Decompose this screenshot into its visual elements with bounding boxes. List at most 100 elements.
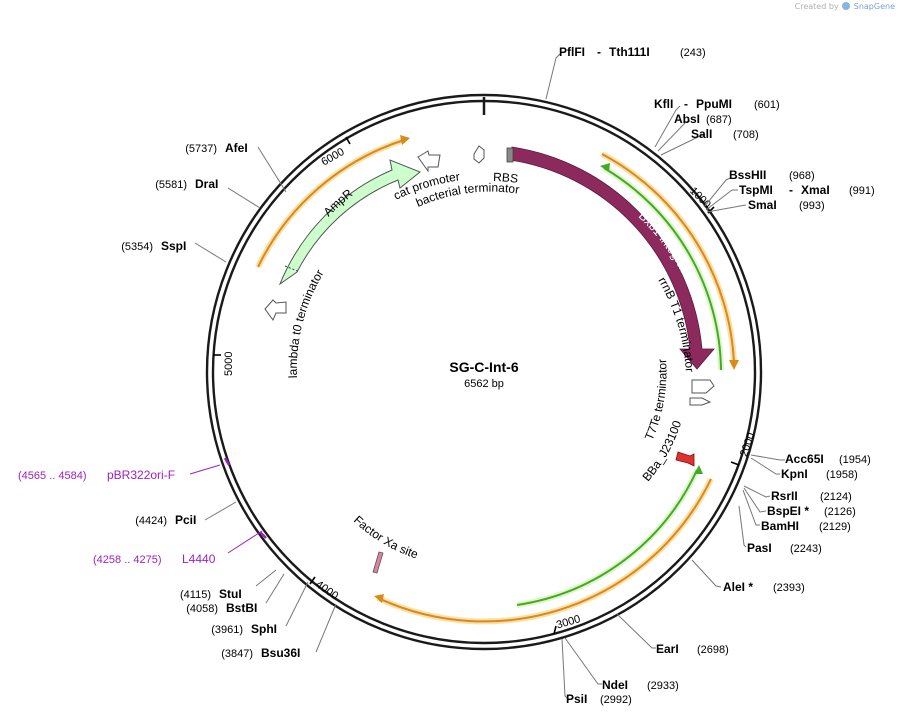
- site-position: (2992): [600, 694, 632, 706]
- site-label[interactable]: RsrII (2124): [771, 489, 852, 503]
- site-label[interactable]: (5737) AfeI: [185, 141, 247, 155]
- svg-text:Factor Xa site: Factor Xa site: [351, 513, 420, 562]
- terminator-arrow-icon: [691, 379, 715, 394]
- tick-label: 6000: [319, 146, 346, 169]
- enzyme-name: EarI: [656, 642, 679, 656]
- site-label[interactable]: PasI (2243): [747, 541, 822, 555]
- site-label[interactable]: AbsI (687): [674, 112, 732, 126]
- enzyme-name: RsrII: [771, 489, 798, 503]
- site-label[interactable]: SalI (708): [691, 127, 759, 141]
- site-position: (2698): [697, 644, 729, 656]
- site-label[interactable]: SmaI (993): [748, 198, 825, 212]
- enzyme-name: BstBI: [226, 601, 257, 615]
- promoter-arrow-icon: [417, 150, 441, 173]
- site-position: (2124): [820, 491, 852, 503]
- primer-name: L4440: [182, 552, 216, 566]
- enzyme-name: PflFI: [559, 45, 585, 59]
- site-label[interactable]: (3847) Bsu36I: [221, 646, 300, 660]
- site-label[interactable]: EarI (2698): [656, 642, 729, 656]
- enzyme-name: KflI: [654, 97, 673, 111]
- primer-range: (4258 .. 4275): [93, 554, 162, 566]
- svg-text:T7Te terminator: T7Te terminator: [642, 359, 670, 443]
- primer-range: (4565 .. 4584): [18, 470, 87, 482]
- enzyme-name: SalI: [691, 127, 712, 141]
- svg-text:-: -: [597, 45, 601, 59]
- site-position: (4058): [186, 603, 218, 615]
- terminator-arrow-icon: [264, 299, 287, 322]
- site-position: (2933): [647, 680, 679, 692]
- terminator-arrow-icon: [473, 145, 485, 164]
- orf-arrowhead: [729, 360, 739, 370]
- enzyme-name: AbsI: [674, 112, 700, 126]
- site-label[interactable]: BamHI (2129): [761, 519, 851, 533]
- svg-text:RBS: RBS: [493, 170, 519, 186]
- site-label[interactable]: (4424) PciI: [135, 513, 196, 527]
- enzyme-name: PpuMI: [696, 97, 732, 111]
- plasmid-length: 6562 bp: [464, 378, 504, 390]
- enzyme-name: PsiI: [566, 692, 587, 706]
- enzyme-name: AleI *: [723, 580, 753, 594]
- site-label[interactable]: KpnI (1958): [781, 467, 858, 481]
- enzyme-name: Acc65I: [785, 452, 824, 466]
- site-position: (2126): [824, 506, 856, 518]
- enzyme-name: PciI: [175, 513, 196, 527]
- svg-text:-: -: [789, 183, 793, 197]
- orf-arrowhead: [694, 465, 703, 474]
- site-label[interactable]: TspMI - XmaI (991): [739, 183, 875, 197]
- feature-lambda-t0-terminator[interactable]: lambda t0 terminator: [264, 267, 327, 378]
- orf-arcs: [255, 135, 739, 625]
- enzyme-name: XmaI: [801, 183, 830, 197]
- site-position: (2393): [773, 582, 805, 594]
- site-label[interactable]: PsiI (2992): [566, 692, 632, 706]
- credit-brand: SnapGene: [853, 2, 895, 11]
- site-label[interactable]: BssHII (968): [729, 168, 815, 182]
- site-label[interactable]: (3961) SphI: [211, 622, 277, 636]
- site-position: (991): [849, 185, 875, 197]
- feature-factor-xa-site[interactable]: Factor Xa site: [351, 513, 420, 574]
- feature-label-rbs: RBS: [493, 170, 519, 186]
- primer-l4440[interactable]: (4258 .. 4275) L4440: [93, 530, 267, 566]
- feature-rbs[interactable]: RBS: [493, 170, 519, 186]
- site-position: (687): [706, 114, 732, 126]
- site-position: (601): [754, 99, 780, 111]
- site-position: (5354): [121, 241, 153, 253]
- site-position: (3961): [211, 624, 243, 636]
- svg-text:lambda t0 terminator: lambda t0 terminator: [286, 267, 327, 378]
- site-label[interactable]: AleI * (2393): [723, 580, 805, 594]
- enzyme-name: SphI: [251, 622, 277, 636]
- primer-name: pBR322ori-F: [107, 468, 175, 482]
- site-label[interactable]: (5581) DraI: [155, 177, 218, 191]
- site-position: (243): [680, 47, 706, 59]
- site-label[interactable]: NdeI (2933): [602, 678, 679, 692]
- restriction-sites-right: PflFI - Tth111I (243) KflI - PpuMI (601)…: [559, 45, 875, 706]
- enzyme-name: SspI: [161, 239, 186, 253]
- site-position: (4115): [180, 589, 211, 601]
- primer-pbr322ori-f[interactable]: (4565 .. 4584) pBR322ori-F: [18, 457, 231, 482]
- enzyme-name: KpnI: [781, 467, 808, 481]
- orf-arrowhead: [400, 135, 410, 145]
- site-label[interactable]: (4058) BstBI: [186, 601, 257, 615]
- site-label[interactable]: PflFI - Tth111I (243): [559, 45, 706, 59]
- enzyme-name: StuI: [219, 587, 242, 601]
- enzyme-name: Tth111I: [609, 45, 650, 59]
- svg-text:bacterial terminator: bacterial terminator: [414, 181, 521, 210]
- enzyme-name: TspMI: [739, 183, 773, 197]
- site-label[interactable]: KflI - PpuMI (601): [654, 97, 780, 111]
- site-label[interactable]: Acc65I (1954): [785, 452, 871, 466]
- feature-label-t7te: T7Te terminator: [642, 359, 670, 443]
- feature-label-factor-xa: Factor Xa site: [351, 513, 420, 562]
- orf-arrowhead: [600, 163, 610, 172]
- snapgene-logo-icon: [842, 2, 851, 10]
- site-label[interactable]: (5354) SspI: [121, 239, 186, 253]
- site-position: (993): [799, 200, 825, 212]
- enzyme-name: Bsu36I: [261, 646, 300, 660]
- feature-ampr[interactable]: AmpR: [278, 159, 421, 286]
- orf-arrowhead: [374, 594, 384, 603]
- site-position: (3847): [221, 648, 253, 660]
- site-position: (2243): [790, 543, 822, 555]
- enzyme-name: NdeI: [602, 678, 628, 692]
- site-label[interactable]: BspEI * (2126): [767, 504, 856, 518]
- feature-label-bacterial-terminator: bacterial terminator: [414, 181, 521, 210]
- site-label[interactable]: (4115) StuI: [180, 587, 242, 601]
